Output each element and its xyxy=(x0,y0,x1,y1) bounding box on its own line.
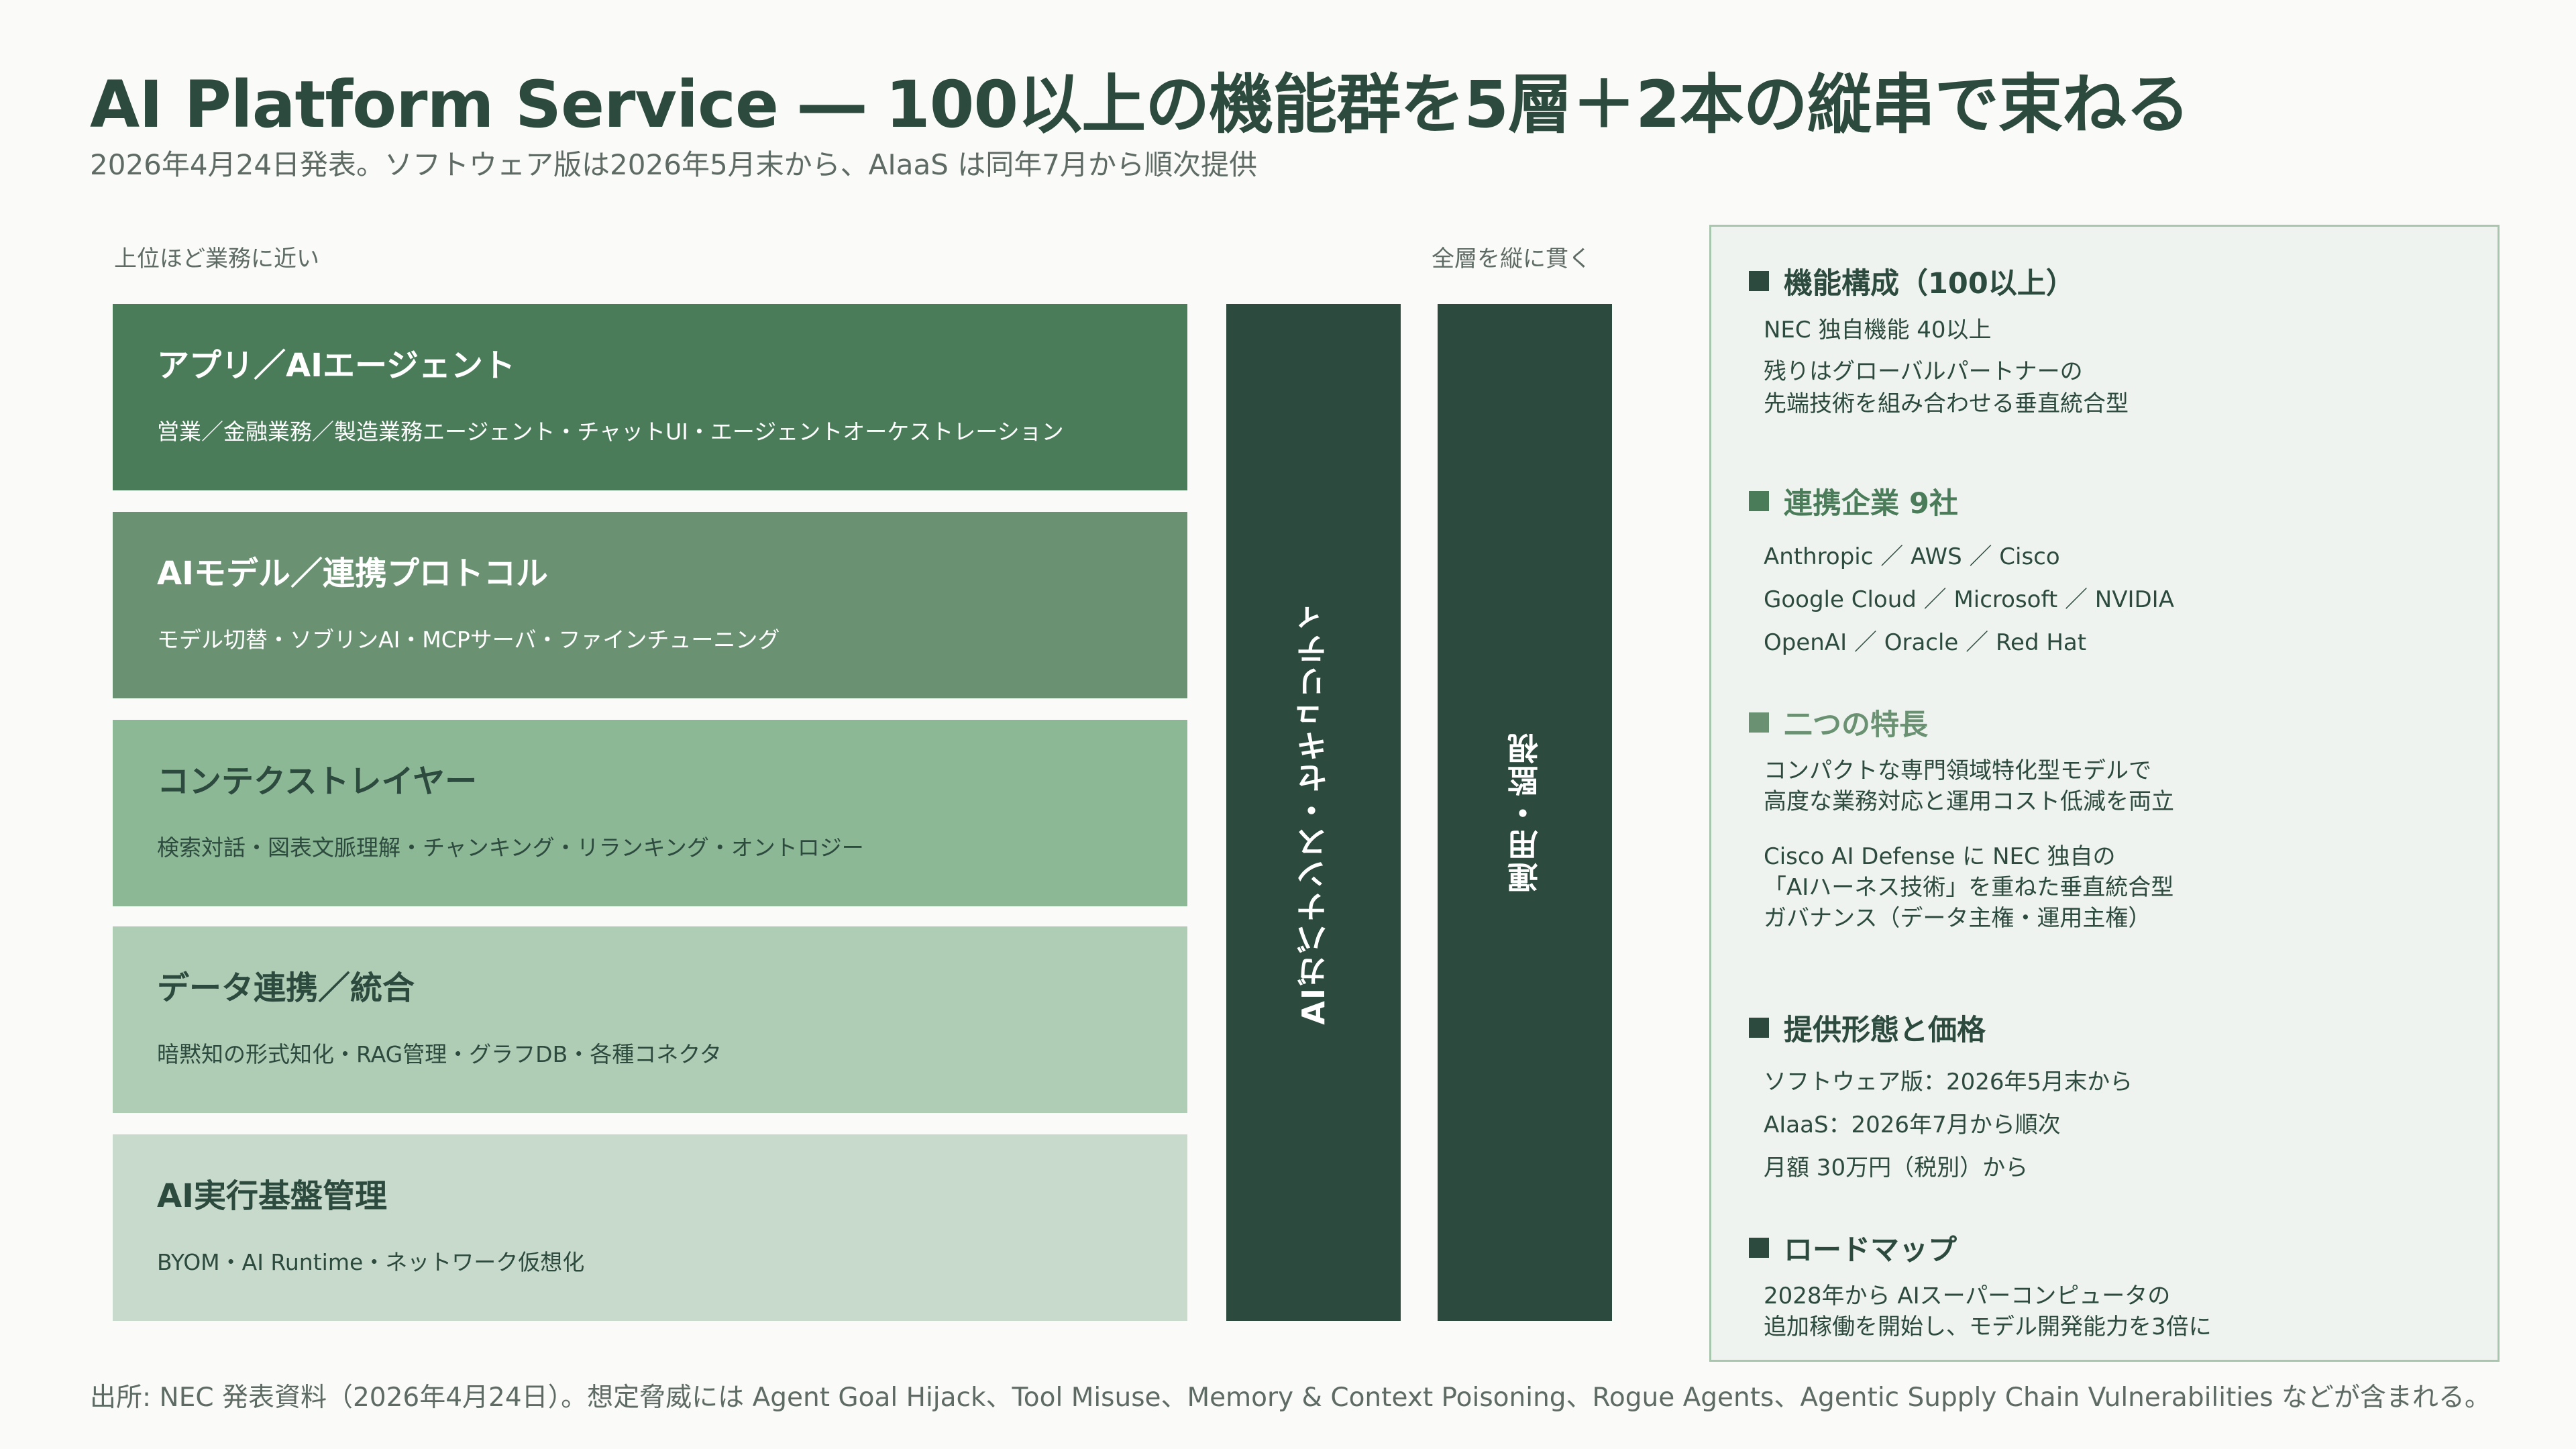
section-body: コンパクトな専門領域特化型モデルで 高度な業務対応と運用コスト低減を両立 Cis… xyxy=(1764,755,2174,934)
section-line: OpenAI ／ Oracle ／ Red Hat xyxy=(1764,629,2087,656)
pillar-operations-monitoring: 運用・監視 xyxy=(1438,304,1612,1321)
section-heading: 連携企業 9社 xyxy=(1749,480,2174,522)
section-heading-text: ロードマップ xyxy=(1784,1234,1957,1267)
section-body: NEC 独自機能 40以上 残りはグローバルパートナーの 先端技術を組み合わせる… xyxy=(1764,314,2129,420)
layers-caption: 上位ほど業務に近い xyxy=(114,246,319,272)
square-bullet-icon xyxy=(1749,491,1769,511)
section-heading-text: 二つの特長 xyxy=(1784,708,1928,742)
section-offering-price: 提供形態と価格 ソフトウェア版：2026年5月末から AIaaS：2026年7月… xyxy=(1749,1007,2133,1189)
section-line: Cisco AI Defense に NEC 独自の xyxy=(1764,843,2116,870)
layer-description: 暗黙知の形式知化・RAG管理・グラフDB・各種コネクタ xyxy=(157,1041,722,1067)
section-line: 2028年から AIスーパーコンピュータの xyxy=(1764,1283,2171,1309)
pillar-governance-security: AIガバナンス・セキュリティ xyxy=(1226,304,1401,1321)
layer-runtime-infra: AI実行基盤管理 BYOM・AI Runtime・ネットワーク仮想化 xyxy=(113,1134,1187,1321)
section-line: 月額 30万円（税別）から xyxy=(1764,1155,2029,1181)
section-line: 「AIハーネス技術」を重ねた垂直統合型 xyxy=(1764,874,2174,901)
square-bullet-icon xyxy=(1749,1238,1769,1258)
section-heading-text: 連携企業 9社 xyxy=(1784,487,1958,521)
square-bullet-icon xyxy=(1749,1018,1769,1038)
page-title: AI Platform Service ― 100以上の機能群を5層＋2本の縦串… xyxy=(90,67,2190,142)
layer-app-agent: アプリ／AIエージェント 営業／金融業務／製造業務エージェント・チャットUI・エ… xyxy=(113,304,1187,490)
section-features: 機能構成（100以上） NEC 独自機能 40以上 残りはグローバルパートナーの… xyxy=(1749,260,2129,420)
square-bullet-icon xyxy=(1749,271,1769,291)
layer-context: コンテクストレイヤー 検索対話・図表文脈理解・チャンキング・リランキング・オント… xyxy=(113,720,1187,906)
section-line: NEC 独自機能 40以上 xyxy=(1764,317,1992,343)
section-heading-text: 提供形態と価格 xyxy=(1784,1014,1986,1047)
layer-model-protocol: AIモデル／連携プロトコル モデル切替・ソブリンAI・MCPサーバ・ファインチュ… xyxy=(113,512,1187,698)
layer-data-integration: データ連携／統合 暗黙知の形式知化・RAG管理・グラフDB・各種コネクタ xyxy=(113,926,1187,1113)
layer-description: BYOM・AI Runtime・ネットワーク仮想化 xyxy=(157,1249,585,1275)
source-footnote: 出所: NEC 発表資料（2026年4月24日）。想定脅威には Agent Go… xyxy=(90,1383,2491,1413)
section-heading: 提供形態と価格 xyxy=(1749,1007,2133,1049)
pillar-label: AIガバナンス・セキュリティ xyxy=(1295,600,1332,1025)
section-heading-text: 機能構成（100以上） xyxy=(1784,267,2075,301)
section-heading: 機能構成（100以上） xyxy=(1749,260,2129,302)
layer-title: コンテクストレイヤー xyxy=(157,763,478,800)
info-panel: 機能構成（100以上） NEC 独自機能 40以上 残りはグローバルパートナーの… xyxy=(1709,225,2500,1362)
section-line: 追加稼働を開始し、モデル開発能力を3倍に xyxy=(1764,1313,2212,1340)
section-partners: 連携企業 9社 Anthropic ／ AWS ／ Cisco Google C… xyxy=(1749,480,2174,664)
section-line: 高度な業務対応と運用コスト低減を両立 xyxy=(1764,788,2174,815)
page-subtitle: 2026年4月24日発表。ソフトウェア版は2026年5月末から、AIaaS は同… xyxy=(90,148,1257,181)
section-line: Google Cloud ／ Microsoft ／ NVIDIA xyxy=(1764,586,2174,613)
section-body: Anthropic ／ AWS ／ Cisco Google Cloud ／ M… xyxy=(1764,535,2174,664)
section-two-features: 二つの特長 コンパクトな専門領域特化型モデルで 高度な業務対応と運用コスト低減を… xyxy=(1749,702,2174,934)
section-line: コンパクトな専門領域特化型モデルで xyxy=(1764,757,2151,784)
section-line: ガバナンス（データ主権・運用主権） xyxy=(1764,905,2151,932)
layer-title: AI実行基盤管理 xyxy=(157,1177,388,1215)
section-heading: 二つの特長 xyxy=(1749,702,2174,743)
layer-description: モデル切替・ソブリンAI・MCPサーバ・ファインチューニング xyxy=(157,627,780,653)
section-body: ソフトウェア版：2026年5月末から AIaaS：2026年7月から順次 月額 … xyxy=(1764,1061,2133,1189)
layer-description: 検索対話・図表文脈理解・チャンキング・リランキング・オントロジー xyxy=(157,835,864,861)
pillar-label: 運用・監視 xyxy=(1507,732,1543,893)
section-line: ソフトウェア版：2026年5月末から xyxy=(1764,1069,2133,1095)
layer-title: アプリ／AIエージェント xyxy=(157,347,516,384)
section-line: 残りはグローバルパートナーの xyxy=(1764,358,2083,385)
layer-description: 営業／金融業務／製造業務エージェント・チャットUI・エージェントオーケストレーシ… xyxy=(157,419,1064,445)
section-line: Anthropic ／ AWS ／ Cisco xyxy=(1764,543,2060,570)
layer-title: AIモデル／連携プロトコル xyxy=(157,555,549,592)
pillars-caption: 全層を縦に貫く xyxy=(1432,246,1591,272)
layer-title: データ連携／統合 xyxy=(157,969,415,1007)
section-line: AIaaS：2026年7月から順次 xyxy=(1764,1112,2061,1138)
section-heading: ロードマップ xyxy=(1749,1227,2212,1269)
section-roadmap: ロードマップ 2028年から AIスーパーコンピュータの 追加稼働を開始し、モデ… xyxy=(1749,1227,2212,1342)
square-bullet-icon xyxy=(1749,712,1769,733)
section-line: 先端技術を組み合わせる垂直統合型 xyxy=(1764,390,2129,417)
section-body: 2028年から AIスーパーコンピュータの 追加稼働を開始し、モデル開発能力を3… xyxy=(1764,1281,2212,1342)
